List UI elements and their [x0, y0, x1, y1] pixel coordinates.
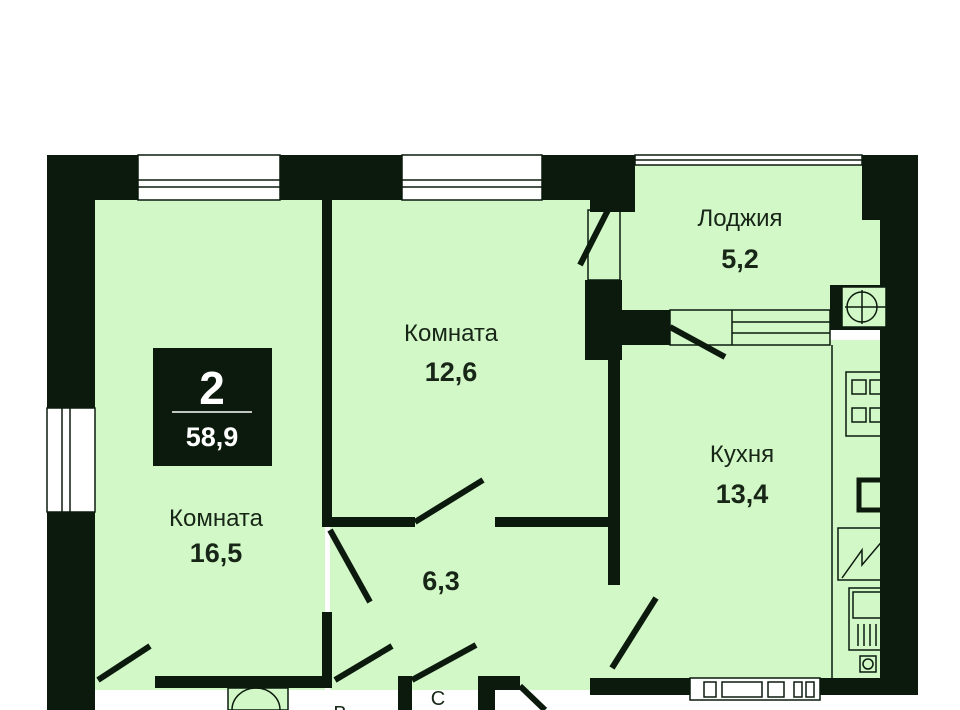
- room-2-area: 12,6: [425, 357, 478, 387]
- rooms-count: 2: [199, 362, 225, 414]
- room-1-name: Комната: [169, 505, 264, 532]
- stove-icon: [845, 371, 893, 437]
- bath-label: В: [333, 703, 346, 710]
- hall-area: 6,3: [422, 566, 460, 596]
- window-top-left: [137, 154, 281, 201]
- riser-icon: [859, 655, 877, 673]
- door-swings: [96, 208, 727, 710]
- fridge-icon: [856, 477, 892, 513]
- window-left: [46, 407, 96, 513]
- loggia-area: 5,2: [721, 244, 759, 274]
- sink-icon: [848, 587, 892, 651]
- vent-icon: [841, 286, 887, 328]
- kitchen-area: 13,4: [716, 479, 769, 509]
- floor-kitchen: [615, 340, 890, 680]
- room-2-name: Комната: [404, 320, 499, 347]
- loggia-name: Лоджия: [697, 205, 782, 232]
- window-top-middle: [401, 154, 543, 201]
- window-bottom-kitchen: [689, 677, 821, 701]
- floor-room-2: [330, 200, 615, 525]
- bath-fixture: [227, 687, 289, 710]
- window-loggia: [634, 154, 863, 166]
- total-area: 58,9: [186, 422, 239, 452]
- apartment-badge: 2 58,9: [153, 348, 272, 466]
- storage-label: С: [431, 688, 445, 710]
- floor-hall: [330, 525, 620, 690]
- room-1-area: 16,5: [190, 538, 243, 568]
- dishwasher-icon: [837, 527, 893, 581]
- kitchen-name: Кухня: [710, 441, 774, 468]
